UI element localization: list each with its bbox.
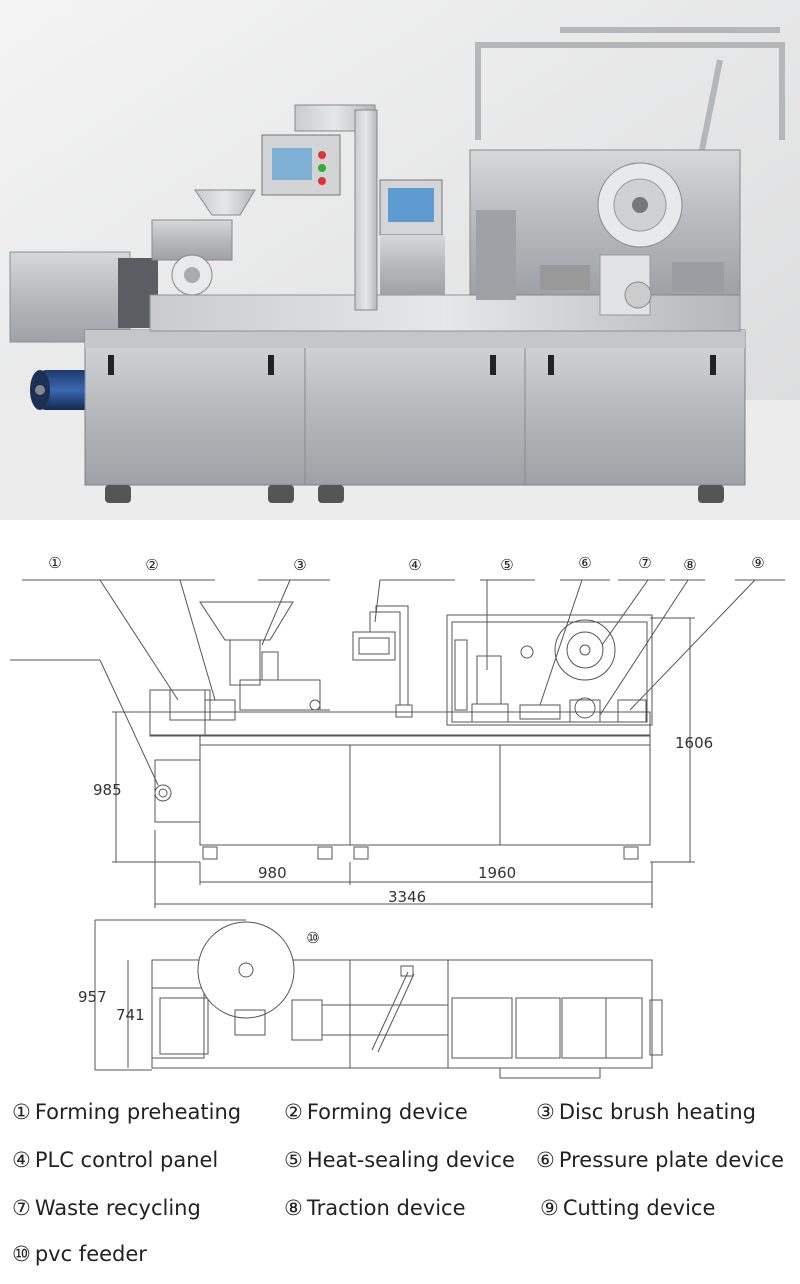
dim-total-height: 1606 bbox=[675, 734, 713, 752]
sealing-section bbox=[469, 149, 741, 316]
marker-2: ② bbox=[145, 556, 158, 574]
plc-arm bbox=[261, 104, 378, 311]
drawing-plc-panel bbox=[352, 631, 396, 661]
marker-3: ③ bbox=[293, 556, 306, 574]
dim-section-left: 980 bbox=[258, 864, 287, 882]
dim-total-length: 3346 bbox=[388, 888, 426, 906]
dim-table-height: 985 bbox=[93, 781, 122, 799]
machine-photo bbox=[0, 0, 800, 520]
machine-cabinet bbox=[84, 329, 746, 486]
marker-6: ⑥ bbox=[578, 554, 591, 572]
marker-9: ⑨ bbox=[751, 554, 764, 572]
caster-wheels bbox=[105, 485, 724, 503]
technical-drawing: ① ② ③ ④ ⑤ ⑥ ⑦ ⑧ ⑨ ⑩ 1606 985 980 1960 33… bbox=[10, 554, 785, 1079]
dim-top-outer: 957 bbox=[78, 988, 107, 1006]
drawing-waste-wheel bbox=[554, 619, 616, 681]
hopper bbox=[151, 189, 256, 296]
dim-section-right: 1960 bbox=[478, 864, 516, 882]
marker-10: ⑩ bbox=[306, 929, 319, 947]
marker-8: ⑧ bbox=[683, 556, 696, 574]
marker-4: ④ bbox=[408, 556, 421, 574]
second-screen bbox=[379, 179, 445, 295]
top-frame bbox=[475, 27, 785, 161]
pvc-roller-housing bbox=[9, 251, 158, 410]
dim-top-inner: 741 bbox=[116, 1006, 145, 1024]
marker-5: ⑤ bbox=[500, 556, 513, 574]
marker-1: ① bbox=[48, 554, 61, 572]
marker-7: ⑦ bbox=[638, 554, 651, 572]
drawing-cabinet bbox=[199, 744, 651, 846]
